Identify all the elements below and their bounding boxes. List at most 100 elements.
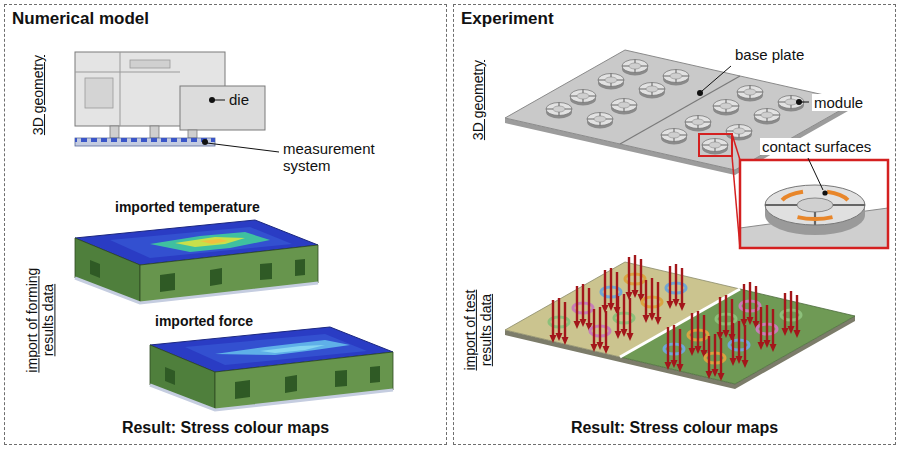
test-data-plate bbox=[505, 262, 855, 389]
temperature-model bbox=[210, 268, 222, 286]
module-array bbox=[546, 103, 572, 119]
force-model bbox=[165, 367, 175, 385]
module-array bbox=[611, 99, 637, 115]
test-data-plate bbox=[620, 289, 855, 384]
temperature-model bbox=[75, 278, 318, 303]
panel: ExperimentResult: Stress colour maps bbox=[453, 4, 896, 445]
module-array bbox=[702, 139, 728, 155]
result-caption: Result: Stress colour maps bbox=[461, 419, 888, 437]
leader-line bbox=[202, 139, 208, 145]
module-array bbox=[685, 116, 711, 132]
die-drawing bbox=[85, 78, 113, 108]
zoom-callout bbox=[740, 160, 888, 248]
die-drawing bbox=[188, 130, 197, 138]
force-arrow-array bbox=[688, 311, 708, 358]
part-name: contact surfaces bbox=[760, 138, 873, 155]
section-label: 3D geometry bbox=[470, 60, 486, 140]
force-arrow-array bbox=[573, 284, 593, 331]
temperature-model bbox=[90, 260, 100, 278]
force-arrow-array bbox=[642, 278, 662, 325]
force-arrow-array bbox=[549, 298, 569, 345]
force-model bbox=[260, 345, 325, 353]
zoom-callout bbox=[699, 134, 732, 156]
leader-line bbox=[702, 66, 731, 91]
force-arrow-array bbox=[549, 255, 801, 381]
part-name: die bbox=[229, 91, 249, 108]
force-arrow-array bbox=[590, 307, 610, 354]
force-model bbox=[150, 345, 215, 410]
force-arrow-array bbox=[625, 255, 645, 302]
die-drawing bbox=[120, 52, 121, 126]
temperature-model bbox=[295, 259, 305, 276]
temperature-model bbox=[260, 263, 272, 280]
leader-line bbox=[808, 158, 823, 190]
force-arrow-array bbox=[614, 294, 634, 341]
temperature-model bbox=[175, 237, 245, 247]
force-arrow-array bbox=[740, 282, 760, 329]
force-arrow-array bbox=[729, 321, 749, 368]
base-plate-drawing bbox=[505, 50, 855, 175]
force-arrow-array bbox=[666, 264, 686, 311]
die-drawing bbox=[130, 60, 170, 68]
force-model bbox=[150, 385, 393, 410]
part-name: module bbox=[812, 94, 865, 111]
module-array bbox=[622, 60, 648, 76]
zoom-callout bbox=[797, 198, 833, 212]
leader-line bbox=[697, 66, 809, 105]
zoom-callout bbox=[699, 134, 888, 248]
module-array bbox=[663, 70, 689, 86]
zoom-callout bbox=[827, 192, 848, 200]
force-model bbox=[335, 370, 347, 387]
section-label: import of forming results data bbox=[24, 258, 56, 383]
force-model bbox=[235, 380, 250, 399]
panel: Numerical modelResult: Stress colour map… bbox=[4, 4, 447, 445]
zoom-callout bbox=[782, 192, 803, 200]
measurement-strip bbox=[75, 138, 215, 146]
result-title: imported force bbox=[155, 313, 253, 329]
zoom-callout bbox=[765, 185, 865, 225]
temperature-model bbox=[75, 238, 140, 303]
module-array bbox=[726, 125, 752, 141]
part-name: measurement system bbox=[283, 140, 393, 175]
temperature-model bbox=[200, 239, 228, 244]
zoom-callout bbox=[798, 217, 833, 219]
zoom-callout bbox=[732, 134, 740, 160]
force-arrow-array bbox=[664, 325, 684, 372]
measurement-strip bbox=[75, 138, 215, 146]
die-drawing bbox=[75, 52, 265, 138]
leader-line bbox=[207, 143, 279, 152]
test-data-plate bbox=[505, 262, 740, 357]
zoom-callout bbox=[740, 160, 888, 248]
module-array bbox=[598, 74, 624, 90]
module-array bbox=[754, 109, 780, 125]
module-array bbox=[778, 96, 804, 112]
force-model bbox=[150, 327, 393, 410]
temperature-model bbox=[160, 273, 175, 292]
temperature-model bbox=[75, 220, 318, 303]
module-array bbox=[587, 113, 613, 129]
zoom-callout bbox=[765, 205, 865, 225]
module-array bbox=[570, 90, 596, 106]
force-model bbox=[370, 366, 380, 383]
result-title: imported temperature bbox=[115, 199, 260, 215]
module-array bbox=[737, 86, 763, 102]
die-drawing bbox=[180, 86, 265, 130]
section-label: 3D geometry bbox=[30, 55, 46, 135]
die-drawing bbox=[150, 126, 159, 138]
force-model bbox=[285, 375, 297, 393]
module-array bbox=[661, 129, 687, 145]
module-array bbox=[639, 83, 665, 99]
zoom-callout bbox=[822, 190, 827, 195]
leader-line bbox=[214, 100, 225, 101]
die-drawing bbox=[75, 72, 180, 73]
die-drawing bbox=[110, 126, 119, 138]
force-arrow-array bbox=[705, 334, 725, 381]
temperature-model bbox=[150, 232, 270, 252]
panel-heading: Experiment bbox=[461, 9, 554, 29]
force-arrow-array bbox=[781, 291, 801, 338]
section-label: import of test results data bbox=[462, 275, 494, 385]
zoom-callout bbox=[740, 185, 888, 248]
module-array bbox=[713, 100, 739, 116]
part-name: base plate bbox=[735, 46, 804, 63]
